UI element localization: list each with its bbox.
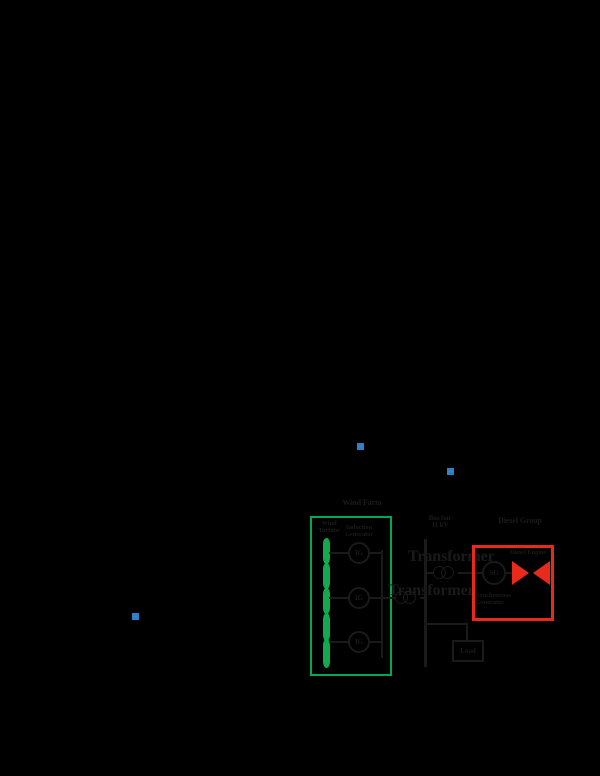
transformer-symbol-upper bbox=[433, 566, 459, 579]
induction-generator-symbol: IG bbox=[348, 631, 370, 653]
diesel-group-title: Diesel Group bbox=[498, 516, 542, 525]
feeder-line bbox=[329, 552, 349, 554]
synchronous-generator-label: Synchronous Generator bbox=[476, 592, 511, 606]
collector-tap bbox=[370, 641, 383, 643]
feeder-line bbox=[329, 641, 349, 643]
tie-line bbox=[420, 597, 427, 599]
transformer-symbol-lower bbox=[395, 591, 421, 604]
wind-farm-boundary-box bbox=[310, 516, 392, 676]
diesel-engine-label: Diesel Engine bbox=[509, 549, 547, 556]
bus-bar-label: Bus bar 11 kV bbox=[428, 514, 452, 530]
diesel-engine-icon bbox=[512, 561, 550, 585]
load-feeder-line bbox=[426, 623, 468, 625]
collector-tap bbox=[370, 552, 383, 554]
transformer-label-upper: Transformer bbox=[408, 548, 495, 565]
wind-turbine-tower-icon bbox=[323, 538, 330, 668]
tie-line bbox=[458, 572, 484, 574]
synchronous-generator-symbol: SG bbox=[482, 561, 506, 585]
shaft-line bbox=[505, 572, 514, 574]
tie-line bbox=[426, 572, 434, 574]
feeder-line bbox=[329, 597, 349, 599]
induction-generator-label: Induction Generator bbox=[345, 524, 373, 538]
tie-line bbox=[382, 597, 396, 599]
induction-generator-symbol: IG bbox=[348, 587, 370, 609]
text-fragment: … bbox=[447, 468, 455, 475]
text-fragment: … bbox=[132, 613, 140, 620]
wind-farm-title: Wind Farm bbox=[342, 498, 382, 507]
hybrid-wind-diesel-system-diagram: Wind Farm Wind Turbine Induction Generat… bbox=[300, 495, 570, 685]
load-drop-line bbox=[466, 623, 468, 642]
collector-tap bbox=[370, 597, 383, 599]
diesel-group-boundary-box bbox=[472, 545, 554, 621]
text-fragment: … bbox=[357, 443, 365, 450]
bus-bar-line bbox=[424, 539, 427, 667]
wind-farm-collector-bus bbox=[381, 550, 383, 658]
induction-generator-symbol: IG bbox=[348, 542, 370, 564]
wind-turbine-label: Wind Turbine bbox=[318, 520, 340, 534]
load-block: Load bbox=[452, 640, 484, 662]
